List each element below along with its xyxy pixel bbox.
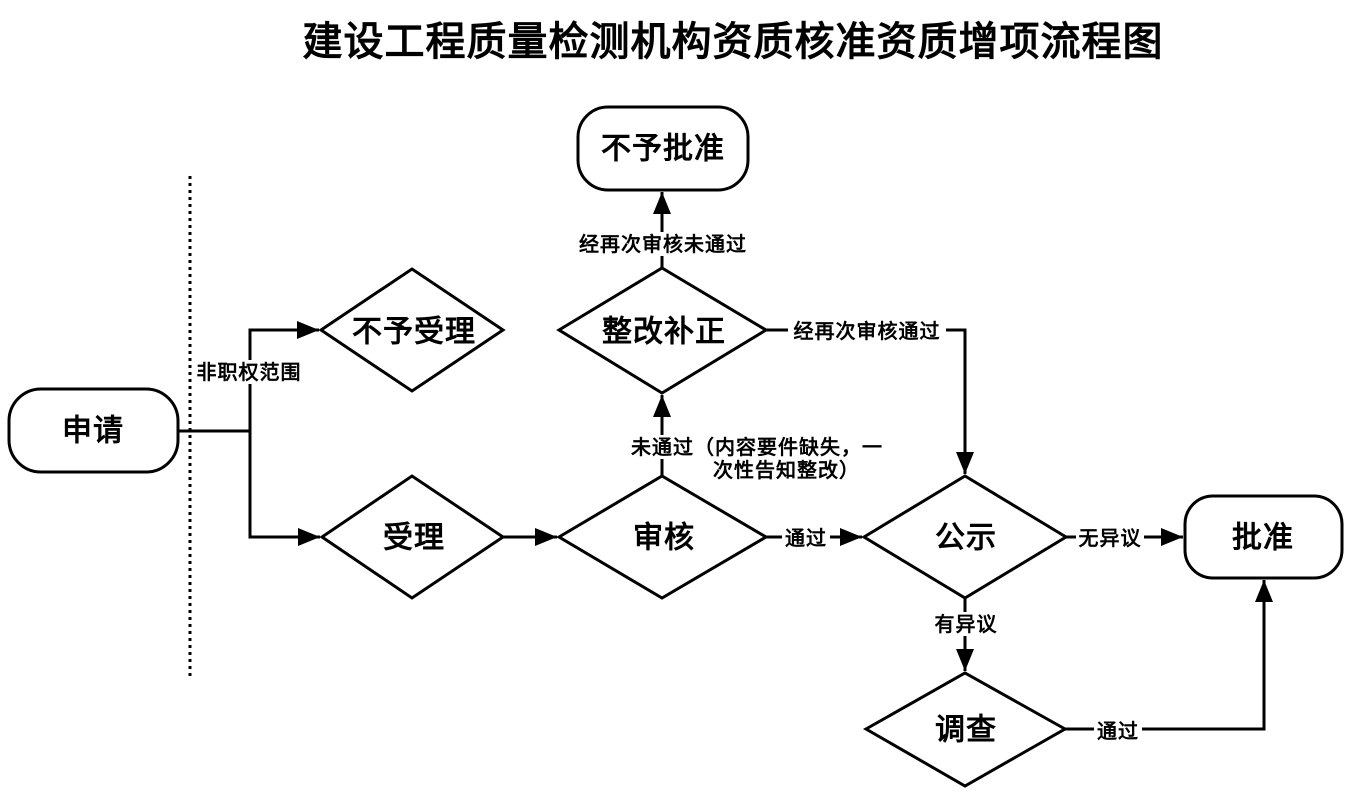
label-background bbox=[573, 232, 753, 256]
node-rectify-label: 整改补正 bbox=[602, 315, 726, 350]
node-not-accepted-shape bbox=[318, 267, 506, 393]
node-accept-label: 受理 bbox=[383, 521, 445, 556]
connector-to-accept bbox=[248, 431, 320, 546]
node-apply: 申请 bbox=[7, 387, 180, 474]
node-investigate-label: 调查 bbox=[935, 713, 997, 748]
node-publicity-label: 公示 bbox=[935, 521, 997, 556]
node-publicity-shape bbox=[861, 474, 1069, 600]
node-approve: 批准 bbox=[1183, 494, 1344, 580]
connector-to-not-accepted bbox=[248, 321, 319, 431]
connector-investigate-to-approve bbox=[1065, 580, 1273, 731]
label-background bbox=[1094, 719, 1142, 743]
node-rectify-shape bbox=[556, 266, 769, 395]
label-background bbox=[782, 526, 830, 550]
node-publicity: 公示 bbox=[861, 474, 1069, 600]
node-review: 审核 bbox=[556, 474, 769, 600]
edge-label-review-fail-line-2: 次性告知整改） bbox=[713, 458, 860, 482]
node-not-approved: 不予批准 bbox=[576, 105, 750, 192]
edge-label-investigation-pass: 通过 bbox=[1097, 719, 1139, 743]
node-apply-shape bbox=[7, 387, 180, 474]
label-background bbox=[788, 319, 946, 343]
edge-label-re-review-fail: 经再次审核未通过 bbox=[579, 232, 747, 256]
node-not-accepted: 不予受理 bbox=[318, 267, 506, 393]
node-accept: 受理 bbox=[319, 474, 506, 600]
node-not-accepted-label: 不予受理 bbox=[352, 315, 476, 350]
edge-labels: 非职权范围 通过 未通过（内容要件缺失，一 次性告知整改） 经再次审核未通过 经… bbox=[195, 232, 1144, 743]
edge-label-out-of-jurisdiction: 非职权范围 bbox=[197, 360, 302, 384]
label-background bbox=[932, 612, 1000, 636]
node-review-label: 审核 bbox=[633, 521, 695, 556]
edge-label-re-review-pass: 经再次审核通过 bbox=[794, 319, 941, 343]
node-approve-shape bbox=[1183, 494, 1344, 580]
chart-title: 建设工程质量检测机构资质核准资质增项流程图 bbox=[303, 19, 1164, 65]
node-accept-shape bbox=[319, 474, 506, 600]
node-not-approved-label: 不予批准 bbox=[601, 132, 725, 167]
label-background bbox=[1076, 526, 1144, 550]
label-background bbox=[629, 435, 881, 459]
edge-label-review-fail-line-1: 未通过（内容要件缺失，一 bbox=[631, 435, 883, 459]
edge-label-review-pass: 通过 bbox=[785, 526, 827, 550]
node-investigate: 调查 bbox=[862, 671, 1069, 788]
edge-label-no-objection: 无异议 bbox=[1079, 526, 1142, 550]
node-review-shape bbox=[556, 474, 769, 600]
edge-label-objection: 有异议 bbox=[935, 612, 998, 636]
node-approve-label: 批准 bbox=[1232, 521, 1294, 556]
node-rectify: 整改补正 bbox=[556, 266, 769, 395]
node-not-approved-shape bbox=[576, 105, 750, 192]
node-apply-label: 申请 bbox=[62, 414, 124, 449]
node-investigate-shape bbox=[862, 671, 1069, 788]
label-background bbox=[195, 360, 303, 384]
